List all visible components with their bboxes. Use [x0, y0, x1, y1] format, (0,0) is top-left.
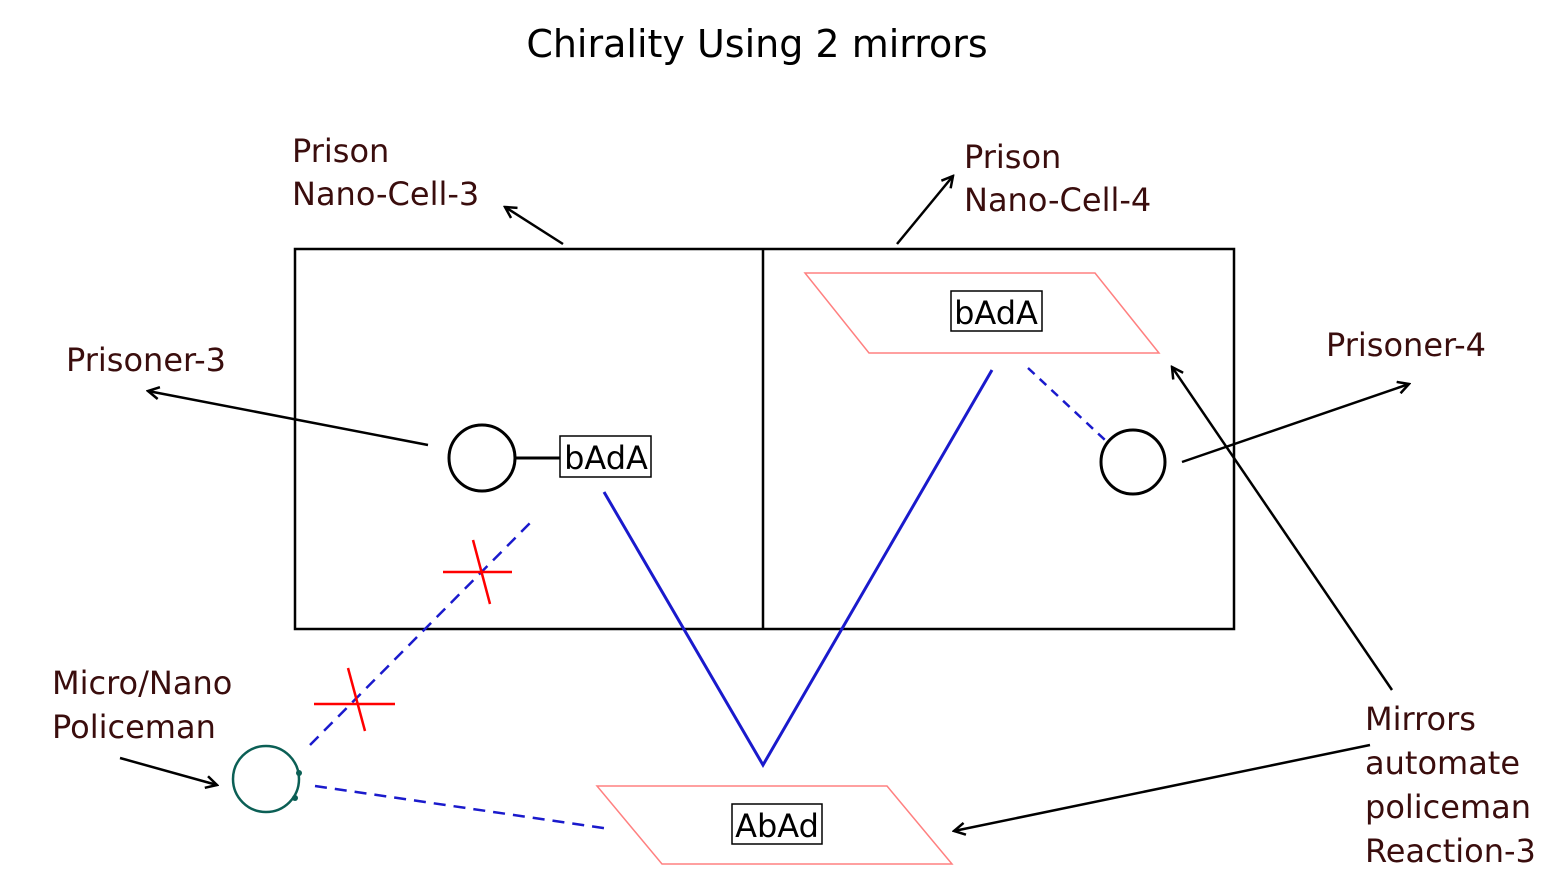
molecule-box-cell3	[559, 435, 652, 478]
molecule-cell3: bAdA	[564, 439, 648, 477]
reflection-ray	[602, 369, 994, 768]
policeman-dot	[296, 770, 302, 776]
arrow-policeman	[119, 756, 217, 785]
blocked-dashed-ray	[309, 517, 536, 746]
molecule-box-top	[950, 290, 1043, 332]
policeman-dot	[292, 795, 298, 801]
molecule-box-bottom	[731, 803, 823, 845]
cell3-label-line2: Nano-Cell-3	[292, 175, 479, 213]
diagram-title: Chirality Using 2 mirrors	[526, 22, 987, 66]
cell3-label-line1: Prison	[292, 132, 389, 170]
mirrors-label-line2: automate	[1365, 744, 1520, 782]
mirror-bottom	[595, 785, 954, 865]
policeman-label-line1: Micro/Nano	[52, 664, 232, 702]
mirror-top	[803, 272, 1161, 354]
block-cross-2	[314, 667, 395, 732]
policeman-circle	[231, 744, 301, 814]
prisoner3-label: Prisoner-3	[66, 341, 226, 379]
arrow-mirror-top	[1172, 367, 1394, 691]
mirrors-label-line1: Mirrors	[1365, 700, 1476, 738]
arrow-mirror-bottom	[954, 743, 1371, 831]
molecule-top: bAdA	[954, 294, 1038, 332]
block-cross-1	[443, 539, 512, 605]
mirrors-label-line4: Reaction-3	[1365, 832, 1536, 870]
cell4-label-line2: Nano-Cell-4	[964, 181, 1151, 219]
arrow-cell4	[896, 176, 953, 245]
prisoner3-circle	[447, 423, 517, 493]
molecule-bottom: AbAd	[735, 807, 819, 845]
arrow-prisoner3	[148, 391, 429, 447]
prisoner4-circle	[1099, 428, 1167, 496]
mirrors-label-line3: policeman	[1365, 788, 1531, 826]
policeman-label-line2: Policeman	[52, 708, 216, 746]
cell4-label-line1: Prison	[964, 138, 1061, 176]
prison-cells-outline	[293, 247, 1236, 631]
arrow-cell3	[505, 207, 564, 246]
dashed-ray-prisoner4	[1027, 367, 1106, 441]
dashed-ray-mirror	[314, 784, 611, 831]
arrow-prisoner4	[1181, 384, 1409, 464]
prisoner4-label: Prisoner-4	[1326, 326, 1486, 364]
